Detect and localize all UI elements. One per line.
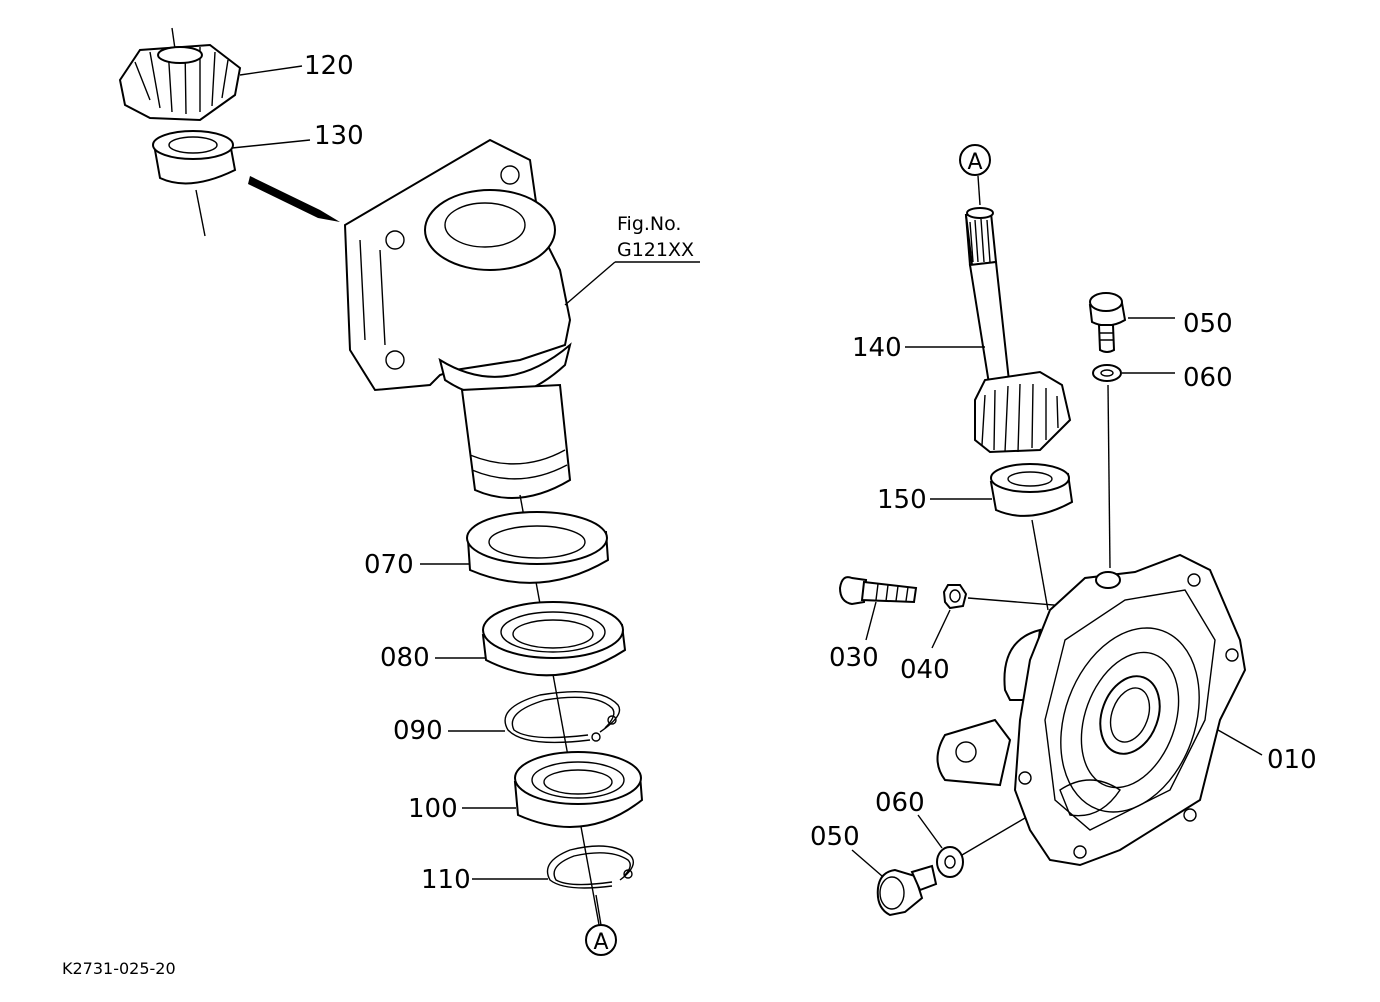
callout-070: 070: [364, 550, 414, 580]
gear-case-010[interactable]: [936, 553, 1247, 867]
reference-code: K2731-025-20: [62, 959, 176, 978]
oil-seal-070[interactable]: [466, 511, 610, 584]
direction-arrow: [248, 176, 340, 222]
bearing-100[interactable]: [513, 751, 644, 828]
callout-100: 100: [408, 794, 458, 824]
callout-050-bottom: 050: [810, 822, 860, 852]
callout-060-top: 060: [1183, 363, 1233, 393]
svg-text:A: A: [967, 150, 982, 175]
svg-text:A: A: [593, 930, 608, 955]
washer-060-bottom[interactable]: [936, 817, 1026, 878]
fig-no-label: Fig.No. G121XX: [617, 213, 694, 261]
callout-080: 080: [380, 643, 430, 673]
callout-110: 110: [421, 865, 471, 895]
fig-no-leader: [564, 261, 700, 306]
fig-no-line2: G121XX: [617, 239, 694, 261]
leader-lines: [231, 65, 1263, 880]
fig-no-line1: Fig.No.: [617, 213, 681, 235]
circlip-090[interactable]: [504, 691, 621, 744]
washer-060-top[interactable]: [1092, 364, 1122, 569]
bevel-gear-120[interactable]: [118, 27, 242, 122]
bearing-150[interactable]: [989, 463, 1074, 611]
circlip-110[interactable]: [546, 845, 634, 889]
bearing-080[interactable]: [481, 601, 627, 677]
callout-090: 090: [393, 716, 443, 746]
bolt-050-bottom[interactable]: [876, 864, 938, 917]
bearing-130[interactable]: [152, 130, 237, 237]
callout-030: 030: [829, 643, 879, 673]
bolt-050-top[interactable]: [1088, 292, 1127, 353]
callout-120: 120: [304, 51, 354, 81]
callout-010: 010: [1267, 745, 1317, 775]
callout-040: 040: [900, 655, 950, 685]
callout-130: 130: [314, 121, 364, 151]
callout-140: 140: [852, 333, 902, 363]
bolt-030[interactable]: [838, 576, 918, 606]
pinion-shaft-140[interactable]: [964, 207, 1072, 454]
connection-marker-a-bottom: A: [585, 894, 617, 956]
connection-marker-a-top: A: [959, 144, 991, 206]
callout-150: 150: [877, 485, 927, 515]
housing-ref-g121xx: [343, 138, 572, 499]
callout-050-top: 050: [1183, 309, 1233, 339]
callout-labels: 120 130 070 080 090 100 110 140 150 050 …: [304, 51, 1317, 895]
callout-060-bottom: 060: [875, 788, 925, 818]
